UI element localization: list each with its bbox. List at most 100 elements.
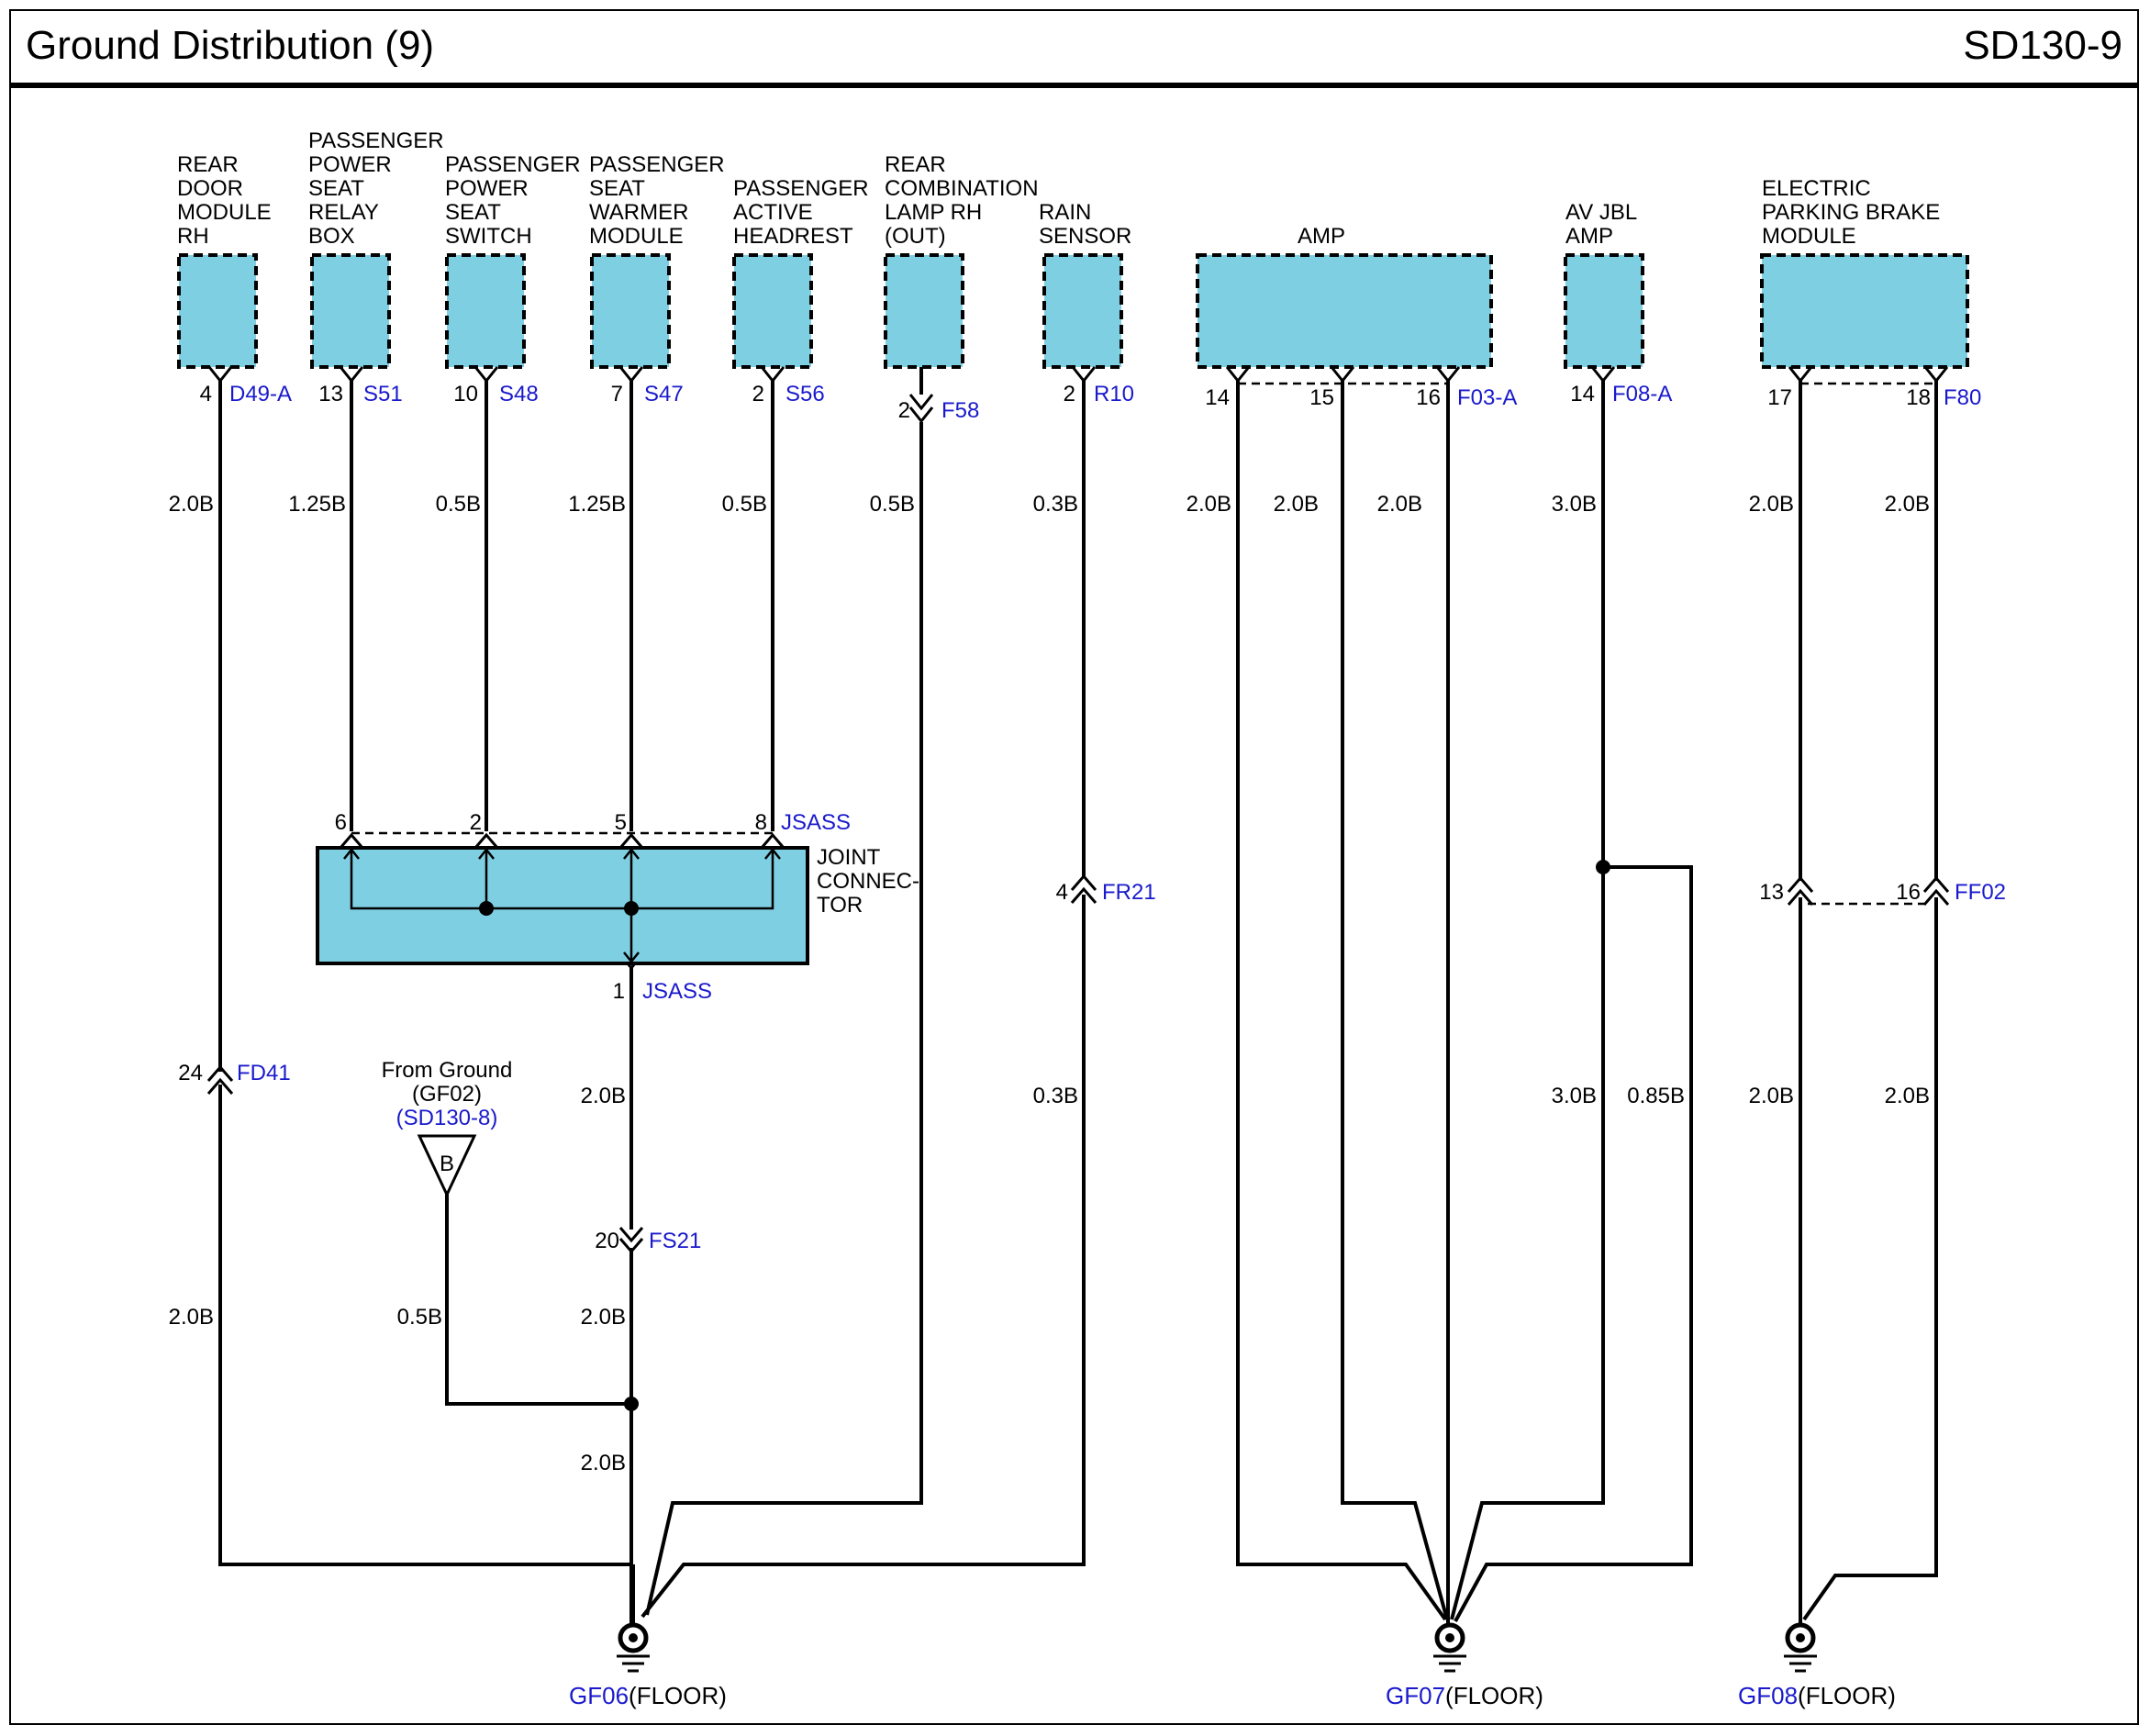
module-labels: REAR DOOR MODULE RH PASSENGER POWER SEAT… — [177, 128, 1940, 249]
gf08-id[interactable]: GF08 — [1738, 1682, 1798, 1709]
svg-text:0.5B: 0.5B — [436, 492, 481, 517]
svg-text:2: 2 — [470, 810, 482, 835]
rear-door-module-box — [177, 253, 258, 369]
svg-text:0.3B: 0.3B — [1033, 1084, 1078, 1108]
svg-text:2.0B: 2.0B — [1274, 492, 1319, 517]
gf06-ground-icon — [617, 1622, 650, 1673]
gf07-ground-icon — [1433, 1622, 1466, 1673]
gf06-label: GF06(FLOOR) — [569, 1682, 727, 1709]
chevron-s48 — [473, 366, 499, 384]
av-jbl-amp-box — [1564, 253, 1644, 369]
gf08-label: GF08(FLOOR) — [1738, 1682, 1896, 1709]
rear-door-module-label-4: RH — [177, 224, 209, 249]
gf08-ground-icon — [1784, 1622, 1817, 1673]
connector-jsass-out: JSASS — [642, 979, 712, 1004]
connector-ff02: FF02 — [1955, 880, 2006, 905]
svg-text:2.0B: 2.0B — [581, 1305, 626, 1330]
svg-text:14: 14 — [1205, 385, 1230, 410]
seat-switch-label-4: SWITCH — [445, 224, 532, 249]
module-boxes — [177, 253, 1969, 369]
connector-chevrons — [206, 366, 1950, 1254]
chevron-ff02-13a — [1787, 875, 1814, 893]
svg-text:1.25B: 1.25B — [568, 492, 626, 517]
wire-av-jbl-3b — [1450, 381, 1605, 1620]
svg-text:4: 4 — [1056, 880, 1068, 905]
chevron-s51 — [339, 366, 364, 384]
svg-text:10: 10 — [453, 382, 478, 406]
rear-door-module-label-2: DOOR — [177, 176, 243, 201]
svg-text:2.0B: 2.0B — [169, 1305, 214, 1330]
seat-warmer-label-4: MODULE — [589, 224, 684, 249]
svg-text:2.0B: 2.0B — [1186, 492, 1231, 517]
connector-s48: S48 — [499, 382, 539, 406]
gf06-id[interactable]: GF06 — [569, 1682, 629, 1709]
joint-label-2: CONNEC- — [817, 869, 919, 894]
connector-jsass-in: JSASS — [781, 810, 851, 835]
connector-s56: S56 — [785, 382, 825, 406]
gf07-id[interactable]: GF07 — [1386, 1682, 1445, 1709]
connector-f08a: F08-A — [1612, 382, 1672, 406]
svg-text:2.0B: 2.0B — [1749, 1084, 1794, 1108]
connector-f80: F80 — [1944, 385, 1981, 410]
connector-bridges — [351, 382, 1936, 906]
junction-dots — [624, 860, 1610, 1411]
joint-connector: JOINT CONNEC- TOR — [316, 845, 919, 965]
page-header: Ground Distribution (9) SD130-9 — [11, 11, 2137, 88]
svg-text:14: 14 — [1570, 382, 1595, 406]
svg-text:3.0B: 3.0B — [1552, 492, 1597, 517]
chevron-amp-15 — [1330, 366, 1355, 384]
chevron-ff02-16b — [1922, 888, 1950, 906]
connector-fr21: FR21 — [1102, 880, 1156, 905]
svg-text:5: 5 — [615, 810, 627, 835]
rear-door-module-label-1: REAR — [177, 152, 239, 177]
svg-text:6: 6 — [335, 810, 347, 835]
svg-text:2.0B: 2.0B — [1749, 492, 1794, 517]
rain-sensor-label-1: RAIN — [1039, 200, 1091, 225]
connector-f03a: F03-A — [1457, 385, 1517, 410]
svg-text:2.0B: 2.0B — [169, 492, 214, 517]
rear-lamp-box — [884, 253, 964, 369]
chevron-d49a — [207, 366, 233, 384]
svg-text:2.0B: 2.0B — [1885, 1084, 1930, 1108]
svg-text:2.0B: 2.0B — [581, 1084, 626, 1108]
svg-text:13: 13 — [1759, 880, 1784, 905]
svg-text:2: 2 — [752, 382, 764, 406]
wire-rain-sensor-lower — [641, 895, 1086, 1619]
epb-box — [1760, 253, 1969, 369]
relay-box-label-3: SEAT — [308, 176, 364, 201]
chevron-amp-16 — [1435, 366, 1461, 384]
svg-text:0.3B: 0.3B — [1033, 492, 1078, 517]
joint-connector-box — [316, 846, 809, 965]
seat-warmer-box — [590, 253, 671, 369]
svg-text:24: 24 — [178, 1061, 203, 1085]
from-ground-gf02: From Ground (GF02) (SD130-8) B — [382, 1058, 513, 1198]
svg-text:2: 2 — [1064, 382, 1075, 406]
svg-text:3.0B: 3.0B — [1552, 1084, 1597, 1108]
svg-text:2.0B: 2.0B — [1885, 492, 1930, 517]
headrest-box — [732, 253, 813, 369]
chevron-ff02-16a — [1922, 875, 1950, 893]
chevron-fr21-b — [1070, 886, 1097, 904]
from-ground-text-1: From Ground — [382, 1058, 513, 1083]
epb-label-1: ELECTRIC — [1762, 176, 1871, 201]
headrest-label-3: HEADREST — [733, 224, 853, 249]
chevron-jsass-6 — [339, 832, 364, 849]
wire-rear-lamp — [645, 422, 923, 1616]
joint-label-1: JOINT — [817, 845, 881, 870]
chevron-fd41-b — [206, 1077, 234, 1095]
chevron-fs21-a — [618, 1227, 644, 1243]
seat-warmer-label-1: PASSENGER — [589, 152, 725, 177]
wire-spec-labels: 2.0B 1.25B 0.5B 1.25B 0.5B 0.5B 0.3B 2.0… — [169, 492, 1930, 1475]
wire-rear-door-lower — [218, 1085, 633, 1566]
page-code: SD130-9 — [1963, 23, 2122, 68]
page-title: Ground Distribution (9) — [26, 23, 435, 68]
svg-text:4: 4 — [200, 382, 212, 406]
seat-switch-box — [445, 253, 526, 369]
connector-r10: R10 — [1094, 382, 1134, 406]
seat-switch-label-2: POWER — [445, 176, 529, 201]
connector-ids[interactable]: D49-A S51 S48 S47 S56 F58 R10 F03-A F08-… — [229, 382, 2006, 1253]
headrest-label-2: ACTIVE — [733, 200, 813, 225]
from-ground-ref[interactable]: (SD130-8) — [396, 1106, 498, 1130]
seat-switch-label-1: PASSENGER — [445, 152, 581, 177]
